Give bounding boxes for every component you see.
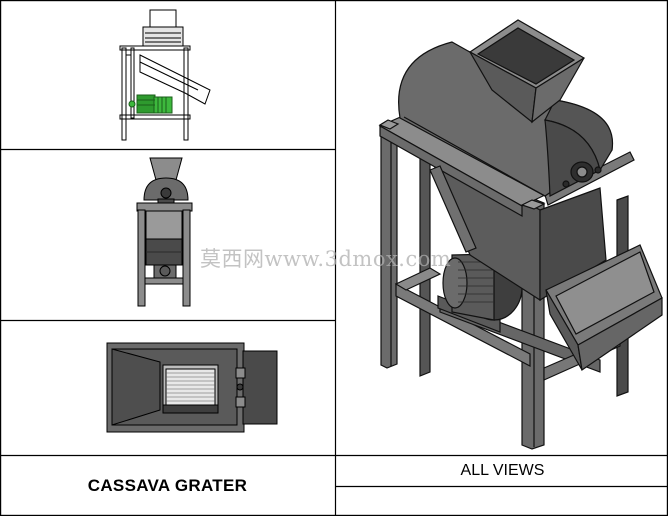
top-view-drawing bbox=[106, 342, 278, 433]
views-label: ALL VIEWS bbox=[460, 462, 545, 479]
isometric-view-drawing bbox=[378, 19, 663, 450]
side-view-drawing bbox=[119, 9, 211, 141]
front-view-drawing bbox=[136, 157, 193, 307]
watermark-text: 莫西网www.3dmox.com bbox=[200, 247, 452, 271]
drawing-title: CASSAVA GRATER bbox=[87, 476, 248, 495]
